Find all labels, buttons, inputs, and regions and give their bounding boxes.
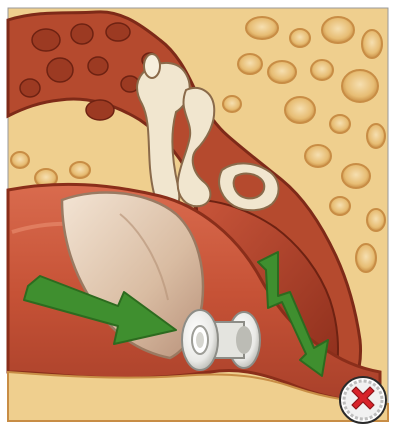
close-badge[interactable] xyxy=(338,375,388,425)
close-icon xyxy=(338,375,388,425)
